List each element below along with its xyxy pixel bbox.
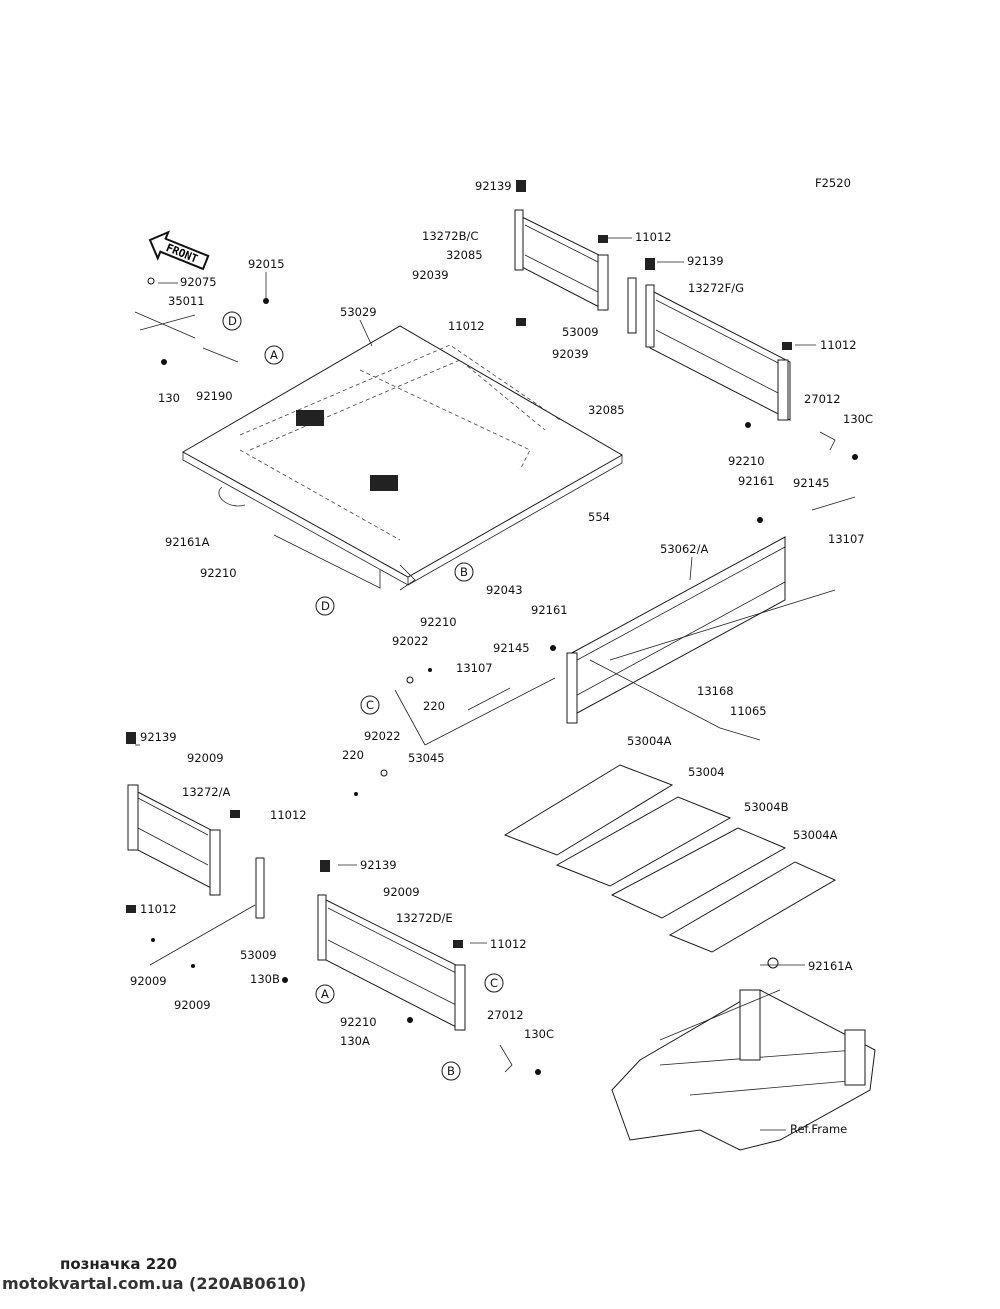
label-130c: 130C xyxy=(524,1027,554,1041)
label-32085: 32085 xyxy=(446,248,483,262)
label-11012: 11012 xyxy=(820,338,857,352)
label-11012: 11012 xyxy=(270,808,307,822)
label-92009: 92009 xyxy=(174,998,211,1012)
label-92145: 92145 xyxy=(793,476,830,490)
label-11012: 11012 xyxy=(448,319,485,333)
side-panel-13272bc xyxy=(514,180,609,326)
label-13272de: 13272D/E xyxy=(396,911,453,925)
label-13272fg: 13272F/G xyxy=(688,281,744,295)
label-11012: 11012 xyxy=(490,937,527,951)
label-92043: 92043 xyxy=(486,583,523,597)
label-92139: 92139 xyxy=(687,254,724,268)
label-92015: 92015 xyxy=(248,257,285,271)
label-130b: 130B xyxy=(250,972,280,986)
label-92139: 92139 xyxy=(360,858,397,872)
label-130a: 130A xyxy=(340,1034,370,1048)
label-53045: 53045 xyxy=(408,751,445,765)
ref-markers: A A B B C C D D xyxy=(222,311,504,1081)
label-13107: 13107 xyxy=(456,661,493,675)
deck-panel-53029 xyxy=(181,325,624,591)
label-13168: 13168 xyxy=(697,684,734,698)
label-13272bc: 13272B/C xyxy=(422,229,478,243)
label-32085: 32085 xyxy=(588,403,625,417)
label-92139: 92139 xyxy=(475,179,512,193)
label-92039: 92039 xyxy=(412,268,449,282)
label-92039: 92039 xyxy=(552,347,589,361)
label-92210: 92210 xyxy=(340,1015,377,1029)
cable-53045 xyxy=(354,668,556,796)
label-13272a: 13272/A xyxy=(182,785,230,799)
label-220: 220 xyxy=(342,748,364,762)
label-35011: 35011 xyxy=(168,294,205,308)
label-92075: 92075 xyxy=(180,275,217,289)
ref-marker-a: A xyxy=(321,987,329,1001)
label-53004a: 53004A xyxy=(793,828,838,842)
label-92009: 92009 xyxy=(187,751,224,765)
ref-marker-c: C xyxy=(490,976,498,990)
label-92022: 92022 xyxy=(392,634,429,648)
side-panel-13272de xyxy=(282,860,541,1075)
ref-marker-a: A xyxy=(270,348,278,362)
label-92009: 92009 xyxy=(130,974,167,988)
pin-35011 xyxy=(134,277,269,365)
label-53009: 53009 xyxy=(240,948,277,962)
label-92190: 92190 xyxy=(196,389,233,403)
label-53004: 53004 xyxy=(688,765,725,779)
label-92139: 92139 xyxy=(140,730,177,744)
label-53062a: 53062/A xyxy=(660,542,708,556)
diagram-code: F2520 xyxy=(815,176,851,190)
ref-marker-c: C xyxy=(366,698,374,712)
label-92210: 92210 xyxy=(728,454,765,468)
mats-53004 xyxy=(503,764,837,953)
label-554: 554 xyxy=(588,510,610,524)
label-27012: 27012 xyxy=(804,392,841,406)
side-panel-13272fg xyxy=(627,258,858,460)
label-11012: 11012 xyxy=(140,902,177,916)
front-arrow-icon: FRONT xyxy=(148,230,210,271)
frame-reference xyxy=(611,957,876,1151)
label-130: 130 xyxy=(158,391,180,405)
label-13107: 13107 xyxy=(828,532,865,546)
label-130c: 130C xyxy=(843,412,873,426)
ref-marker-d: D xyxy=(321,599,330,613)
label-92161a: 92161A xyxy=(165,535,210,549)
label-53029: 53029 xyxy=(340,305,377,319)
label-92145: 92145 xyxy=(493,641,530,655)
side-panel-13272a xyxy=(126,732,265,968)
label-92022: 92022 xyxy=(364,729,401,743)
label-11012: 11012 xyxy=(635,230,672,244)
leader-lines xyxy=(135,185,816,1131)
part-labels: 92139 13272B/C 11012 32085 92039 11012 5… xyxy=(130,179,873,1136)
tailgate-53062a xyxy=(467,496,856,741)
label-53004b: 53004B xyxy=(744,800,789,814)
label-27012: 27012 xyxy=(487,1008,524,1022)
source-caption: motokvartal.com.ua (220AB0610) xyxy=(2,1274,307,1293)
label-ref-frame: Ref.Frame xyxy=(790,1122,847,1136)
label-220: 220 xyxy=(423,699,445,713)
caption: позначка 220 xyxy=(60,1255,178,1273)
label-92210: 92210 xyxy=(420,615,457,629)
label-53009: 53009 xyxy=(562,325,599,339)
label-92161: 92161 xyxy=(738,474,775,488)
label-11065: 11065 xyxy=(730,704,767,718)
ref-marker-b: B xyxy=(460,565,468,579)
ref-marker-b: B xyxy=(447,1064,455,1078)
label-92161: 92161 xyxy=(531,603,568,617)
label-92009: 92009 xyxy=(383,885,420,899)
ref-marker-d: D xyxy=(228,314,237,328)
label-92210: 92210 xyxy=(200,566,237,580)
label-53004a: 53004A xyxy=(627,734,672,748)
label-92161a: 92161A xyxy=(808,959,853,973)
